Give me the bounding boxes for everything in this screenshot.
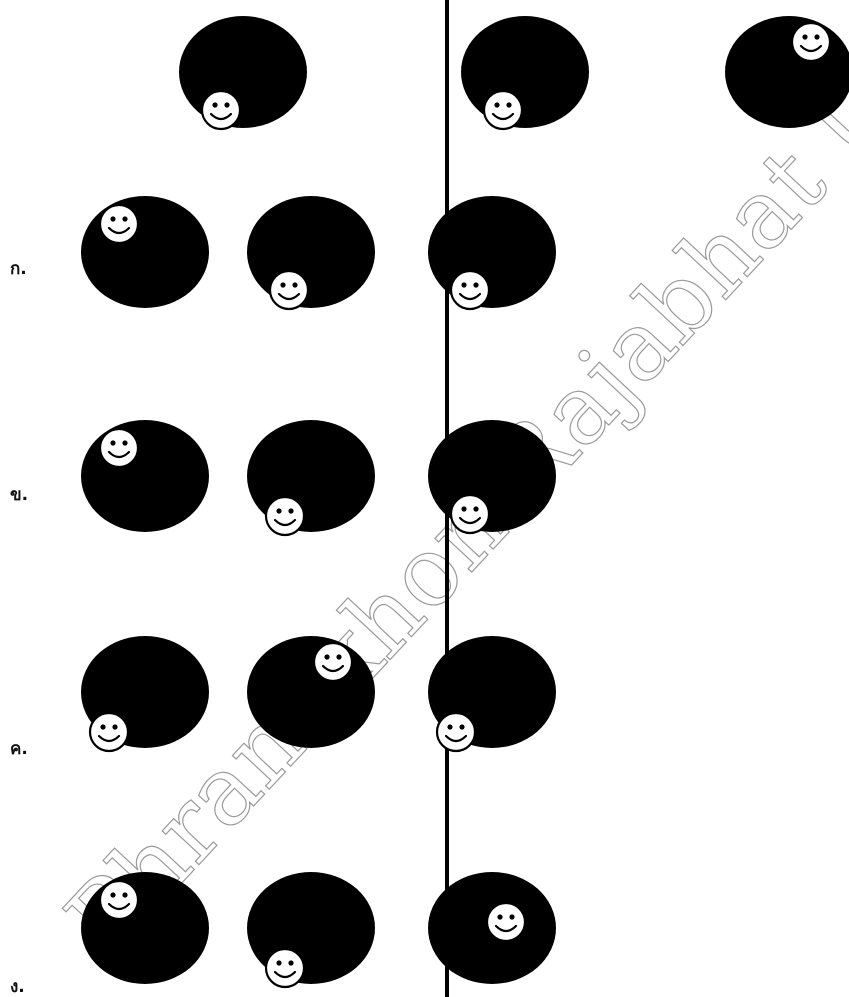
smiley-face-icon [100, 205, 138, 243]
option-label-kho-khwai[interactable]: ค. [10, 739, 28, 759]
ball-figure [81, 196, 209, 308]
ball-figure [247, 872, 375, 987]
smiley-eye [494, 102, 499, 107]
black-ball [725, 16, 849, 128]
smiley-face-icon [266, 497, 304, 535]
ball-figure [428, 872, 556, 984]
smiley-eye [461, 282, 466, 287]
smiley-face-icon [266, 949, 304, 987]
black-ball [81, 420, 209, 532]
black-ball [247, 636, 375, 748]
smiley-eye [110, 440, 115, 445]
smiley-eye [509, 914, 514, 919]
ball-figure [81, 420, 209, 532]
smiley-face-icon [314, 643, 352, 681]
smiley-eye [112, 724, 117, 729]
ball-figure [179, 16, 307, 129]
smiley-eye [224, 102, 229, 107]
smiley-eye [122, 892, 127, 897]
black-ball [461, 16, 589, 128]
option-label-ngo[interactable]: ง. [10, 977, 25, 997]
smiley-eye [122, 216, 127, 221]
black-ball [428, 420, 556, 532]
smiley-eye [336, 654, 341, 659]
row-question [179, 16, 849, 129]
smiley-face-icon [100, 881, 138, 919]
smiley-face-icon [451, 495, 489, 533]
smiley-eye [447, 724, 452, 729]
ball-figure [81, 636, 209, 751]
smiley-eye [288, 960, 293, 965]
ball-figure [81, 872, 209, 984]
row-option-ko[interactable] [81, 196, 556, 309]
ball-figure [247, 420, 375, 535]
smiley-eye [292, 282, 297, 287]
ball-figure [247, 636, 375, 748]
option-label-ko[interactable]: ก. [10, 259, 27, 279]
smiley-eye [814, 34, 819, 39]
option-labels: ก. ข. ค. ง. [10, 259, 28, 997]
row-option-kho[interactable] [81, 420, 556, 535]
black-ball [179, 16, 307, 128]
ball-figure [725, 16, 849, 128]
row-option-ngo[interactable] [81, 872, 556, 987]
smiley-eye [497, 914, 502, 919]
smiley-face-icon [484, 91, 522, 129]
smiley-eye [122, 440, 127, 445]
smiley-eye [473, 282, 478, 287]
smiley-eye [473, 506, 478, 511]
black-ball [428, 196, 556, 308]
black-ball [81, 196, 209, 308]
smiley-eye [324, 654, 329, 659]
smiley-eye [110, 892, 115, 897]
smiley-eye [212, 102, 217, 107]
option-label-kho[interactable]: ข. [10, 485, 28, 505]
smiley-eye [276, 960, 281, 965]
smiley-face-icon [100, 429, 138, 467]
black-ball [247, 196, 375, 308]
smiley-eye [100, 724, 105, 729]
ball-figure [461, 16, 589, 129]
smiley-face-icon [792, 23, 830, 61]
smiley-eye [461, 506, 466, 511]
smiley-eye [506, 102, 511, 107]
smiley-eye [802, 34, 807, 39]
row-option-kho-khwai[interactable] [81, 636, 556, 751]
smiley-face-icon [270, 271, 308, 309]
smiley-eye [276, 508, 281, 513]
smiley-eye [288, 508, 293, 513]
smiley-face-icon [202, 91, 240, 129]
ball-figure [247, 196, 375, 309]
smiley-face-icon [451, 271, 489, 309]
smiley-eye [280, 282, 285, 287]
smiley-eye [459, 724, 464, 729]
smiley-face-icon [90, 713, 128, 751]
smiley-face-icon [487, 903, 525, 941]
ball-figure [428, 636, 556, 751]
smiley-face-icon [437, 713, 475, 751]
black-ball [81, 872, 209, 984]
smiley-eye [110, 216, 115, 221]
